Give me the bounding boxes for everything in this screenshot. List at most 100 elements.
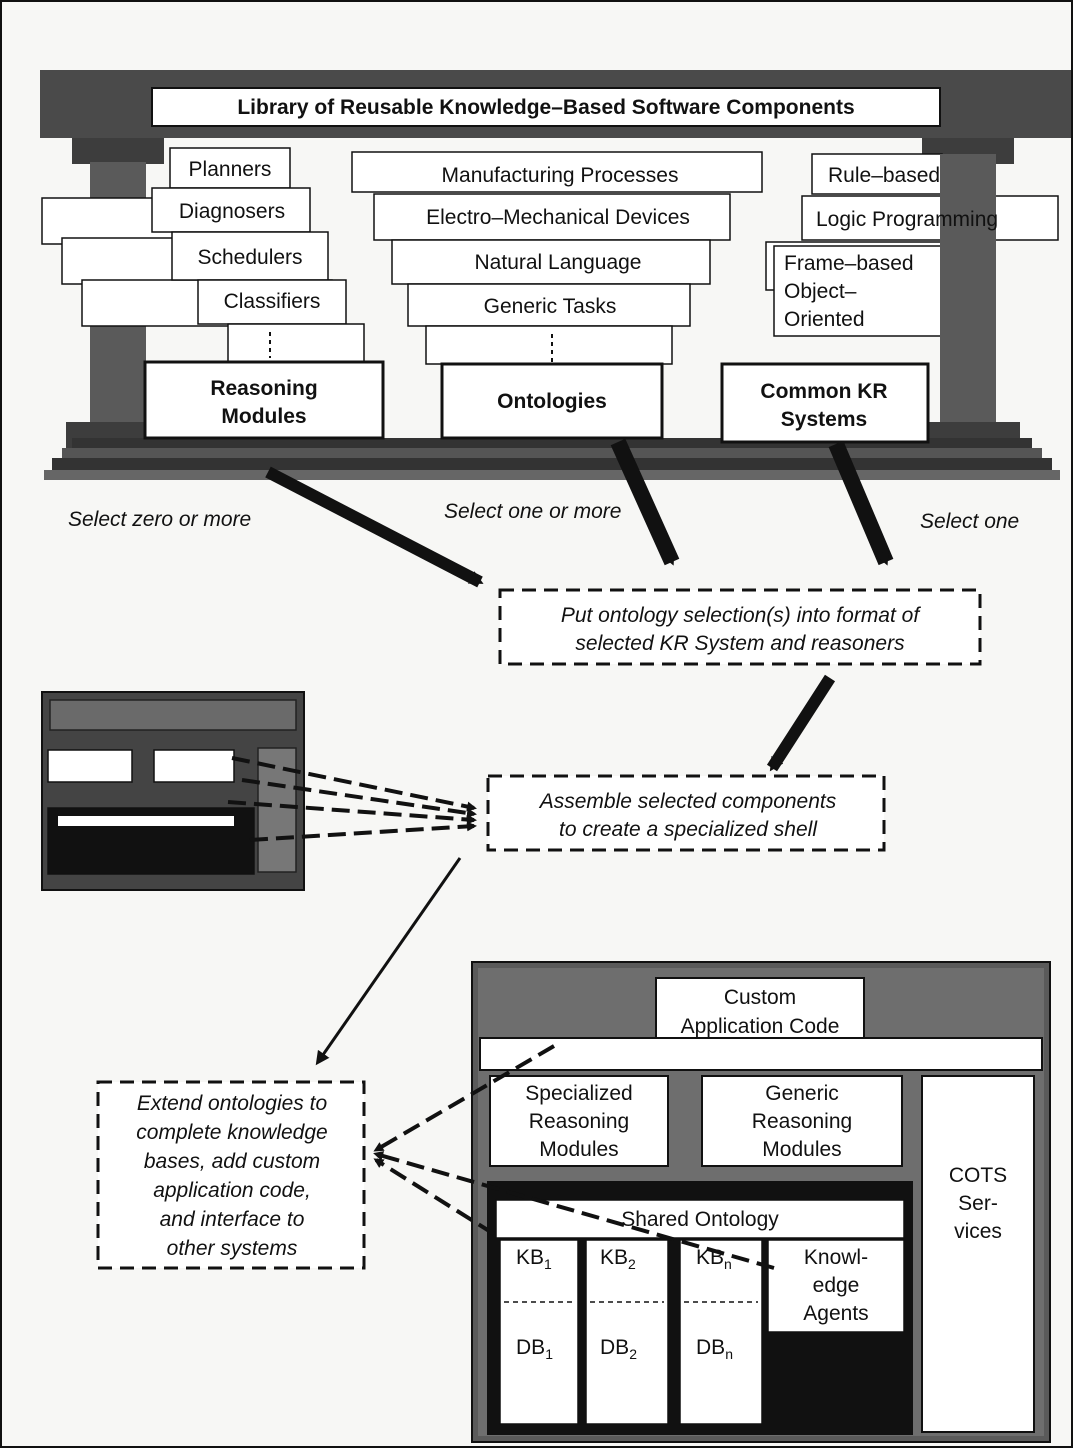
reasoning-item-schedulers: Schedulers bbox=[197, 246, 302, 269]
generic-reasoning-box bbox=[701, 1075, 903, 1167]
mini-shell-icon bbox=[41, 691, 305, 891]
select-zero-or-more: Select zero or more bbox=[68, 508, 251, 531]
temple-step-3 bbox=[52, 458, 1052, 470]
reasoning-card-schedulers bbox=[171, 231, 329, 281]
generic-line1: Generic bbox=[765, 1082, 839, 1105]
extend-step-line4: application code, bbox=[153, 1179, 311, 1202]
specialized-line2: Reasoning bbox=[529, 1110, 629, 1133]
reasoning-item-planners: Planners bbox=[189, 158, 272, 181]
ontology-item-natural-language: Natural Language bbox=[475, 251, 642, 274]
arrow-mini-to-assemble-3 bbox=[227, 800, 477, 825]
db1-label: DB1 bbox=[516, 1336, 553, 1362]
reasoning-modules-stack: Planners Diagnosers Schedulers Classifie… bbox=[41, 147, 385, 440]
extend-step-line6: other systems bbox=[167, 1237, 298, 1260]
agents-line2: edge bbox=[813, 1274, 860, 1297]
kr-item-frame-line3: Oriented bbox=[784, 308, 865, 331]
arrow-kr-to-format bbox=[828, 440, 894, 566]
arrow-reasoning-to-format bbox=[265, 466, 484, 588]
arrow-custom-to-extend bbox=[373, 1044, 556, 1152]
arrow-mini-to-assemble-4 bbox=[249, 821, 477, 842]
custom-code-line1: Custom bbox=[724, 986, 796, 1009]
ontology-card-generic-tasks bbox=[407, 283, 691, 327]
reasoning-card-diagnosers bbox=[151, 187, 311, 233]
extend-step-line1: Extend ontologies to bbox=[137, 1092, 328, 1115]
select-one-or-more: Select one or more bbox=[444, 500, 621, 523]
arrow-assemble-to-extend bbox=[315, 857, 462, 1066]
kr-card-frame-based bbox=[773, 245, 953, 337]
kb1-column bbox=[499, 1239, 579, 1425]
cots-line3: vices bbox=[954, 1220, 1002, 1243]
kr-title-line2: Systems bbox=[781, 408, 867, 431]
cots-services-box bbox=[921, 1075, 1035, 1433]
kr-item-rule-based: Rule–based bbox=[828, 164, 940, 187]
mini-shell-right-module bbox=[153, 749, 235, 783]
mini-shell-top bbox=[49, 699, 297, 731]
temple-step-1 bbox=[72, 438, 1032, 448]
extend-step-line5: and interface to bbox=[160, 1208, 305, 1231]
kr-item-logic-programming: Logic Programming bbox=[816, 208, 998, 231]
agents-line3: Agents bbox=[803, 1302, 868, 1325]
ontology-item-electromech: Electro–Mechanical Devices bbox=[426, 206, 690, 229]
temple-step-2 bbox=[62, 448, 1042, 458]
library-title: Library of Reusable Knowledge–Based Soft… bbox=[237, 96, 854, 119]
mini-shell-cots bbox=[257, 747, 297, 873]
kb1-label: KB1 bbox=[516, 1246, 552, 1272]
kr-item-frame-line2: Object– bbox=[784, 280, 857, 303]
kr-systems-box bbox=[720, 362, 930, 444]
extend-step-line2: complete knowledge bbox=[136, 1121, 327, 1144]
ontology-item-generic-tasks: Generic Tasks bbox=[484, 295, 617, 318]
reasoning-card-blank bbox=[227, 323, 365, 365]
assemble-step-box bbox=[486, 774, 886, 852]
ontology-item-manufacturing: Manufacturing Processes bbox=[442, 164, 679, 187]
format-step-line1: Put ontology selection(s) into format of bbox=[561, 604, 922, 627]
custom-code-bar bbox=[479, 1037, 1043, 1071]
kr-systems-stack: Rule–based Logic Programming Frame–based… bbox=[720, 153, 1059, 444]
application-system: Custom Application Code Specialized Reas… bbox=[471, 961, 1051, 1443]
library-title-box bbox=[151, 87, 941, 127]
kr-card-rule-based bbox=[811, 153, 943, 195]
left-capital bbox=[72, 138, 164, 164]
ontologies-title: Ontologies bbox=[497, 390, 607, 413]
ontologies-stack: Manufacturing Processes Electro–Mechanic… bbox=[351, 151, 763, 440]
mini-shell-ontology-bar bbox=[58, 816, 234, 826]
format-step-box bbox=[498, 588, 982, 666]
custom-code-line2: Application Code bbox=[681, 1015, 840, 1038]
reasoning-item-diagnosers: Diagnosers bbox=[179, 200, 285, 223]
extend-step-box bbox=[96, 1080, 366, 1270]
arrow-mini-to-assemble-2 bbox=[241, 778, 477, 818]
knowledge-agents-box bbox=[767, 1239, 905, 1333]
format-step-line2: selected KR System and reasoners bbox=[575, 632, 905, 655]
cots-line2: Ser- bbox=[958, 1192, 998, 1215]
right-column-overlap bbox=[940, 154, 996, 344]
agents-line1: Knowl- bbox=[804, 1246, 868, 1269]
generic-line2: Reasoning bbox=[752, 1110, 852, 1133]
specialized-line3: Modules bbox=[539, 1138, 618, 1161]
kr-card-logic-programming bbox=[801, 195, 1059, 241]
select-one: Select one bbox=[920, 510, 1019, 533]
kbn-column bbox=[679, 1239, 763, 1425]
ontologies-box bbox=[440, 362, 664, 440]
shared-ontology-label: Shared Ontology bbox=[621, 1208, 779, 1231]
assemble-step-line2: to create a specialized shell bbox=[559, 818, 818, 841]
dbn-label: DBn bbox=[696, 1336, 733, 1362]
specialized-reasoning-box bbox=[489, 1075, 669, 1167]
ontology-card-manufacturing bbox=[351, 151, 763, 193]
reasoning-modules-box bbox=[143, 360, 385, 440]
temple-step-4 bbox=[44, 470, 1060, 480]
kr-title-line1: Common KR bbox=[760, 380, 887, 403]
arrow-kb-to-extend bbox=[373, 1158, 496, 1236]
arrow-agents-to-extend bbox=[373, 1151, 775, 1270]
arrow-ontologies-to-format bbox=[610, 438, 680, 566]
assemble-step-line1: Assemble selected components bbox=[538, 790, 837, 813]
generic-line3: Modules bbox=[762, 1138, 841, 1161]
kr-item-frame-line1: Frame–based bbox=[784, 252, 914, 275]
mini-shell-left-module bbox=[47, 749, 133, 783]
reasoning-title-line2: Modules bbox=[221, 405, 306, 428]
ontology-card-electromech bbox=[373, 193, 731, 241]
reasoning-item-classifiers: Classifiers bbox=[224, 290, 321, 313]
kb2-label: KB2 bbox=[600, 1246, 636, 1272]
ontology-card-blank bbox=[425, 325, 673, 365]
specialized-line1: Specialized bbox=[525, 1082, 632, 1105]
